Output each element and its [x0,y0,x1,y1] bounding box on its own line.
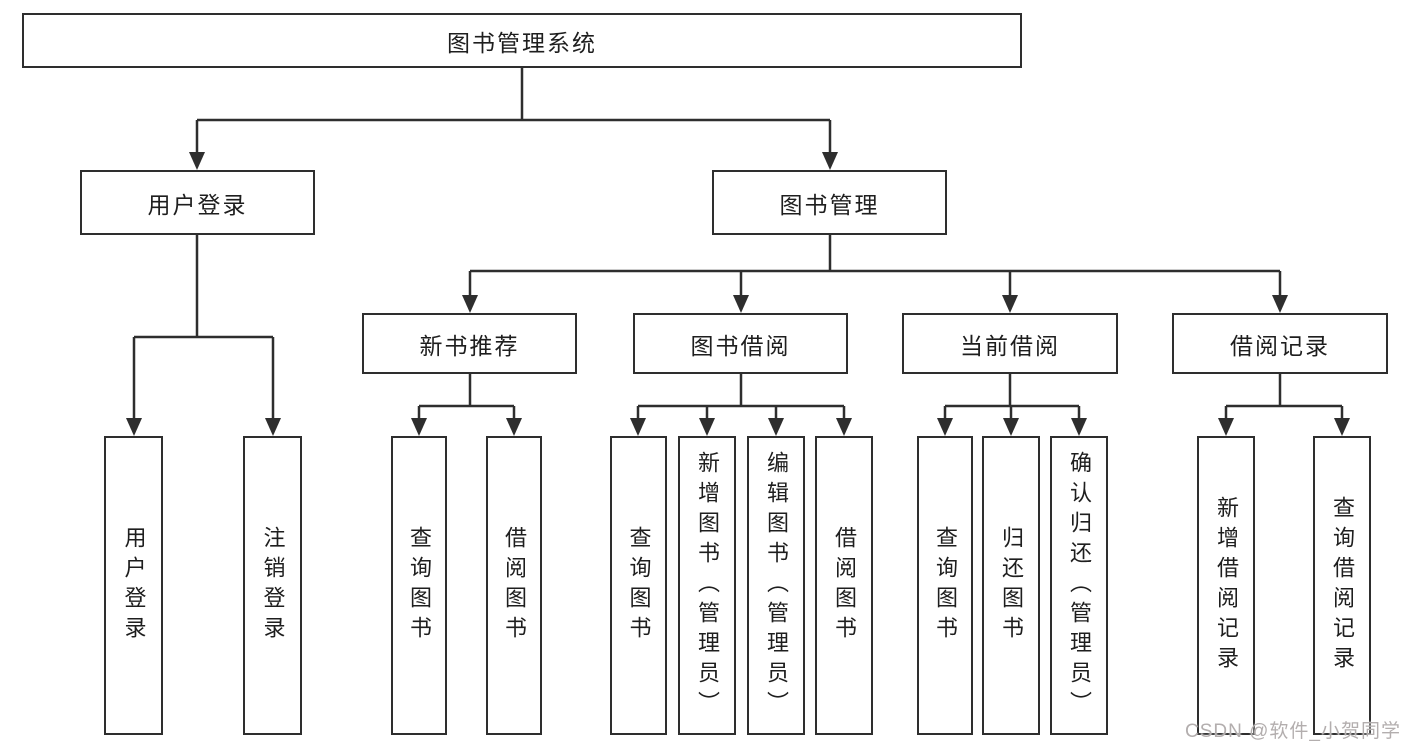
arrow-down-icon [822,152,838,170]
arrow-down-icon [630,418,646,436]
node-label: 查询借阅记录 [1330,495,1355,676]
leaf-logout: 注销登录 [243,436,302,735]
node-label: 借阅记录 [1230,332,1330,359]
node-root: 图书管理系统 [22,13,1022,68]
node-label: 新书推荐 [419,332,520,359]
arrow-down-icon [1218,418,1234,436]
leaf-borrow-books-2: 借阅图书 [815,436,873,735]
arrow-down-icon [768,418,784,436]
node-new-book-recommend: 新书推荐 [362,313,577,374]
node-book-management: 图书管理 [712,170,947,235]
leaf-query-books-1: 查询图书 [391,436,447,735]
leaf-confirm-return-admin: 确认归还（管理员） [1050,436,1108,735]
arrow-down-icon [1071,418,1087,436]
node-current-borrow: 当前借阅 [902,313,1118,374]
watermark: CSDN @软件_小贺同学 [1185,721,1401,742]
node-label: 用户登录 [121,525,147,646]
node-label: 用户登录 [147,191,248,218]
arrow-down-icon [1003,418,1019,436]
arrow-down-icon [126,418,142,436]
node-label: 新增借阅记录 [1214,495,1239,676]
node-label: 归还图书 [999,525,1024,646]
connector-lines [132,68,1344,419]
arrow-down-icon [462,295,478,313]
leaf-query-borrow-record: 查询借阅记录 [1313,436,1371,735]
arrow-down-icon [189,152,205,170]
leaf-borrow-books-1: 借阅图书 [486,436,542,735]
node-label: 借阅图书 [832,525,857,646]
arrowhead-icons [126,152,1350,436]
node-label: 查询图书 [407,525,432,646]
arrow-down-icon [1334,418,1350,436]
node-label: 图书借阅 [690,332,791,359]
arrow-down-icon [733,295,749,313]
node-label: 确认归还（管理员） [1067,450,1092,721]
node-label: 编辑图书（管理员） [764,450,789,721]
node-label: 新增图书（管理员） [695,450,720,721]
arrow-down-icon [937,418,953,436]
node-book-borrow: 图书借阅 [633,313,848,374]
arrow-down-icon [506,418,522,436]
leaf-user-login: 用户登录 [104,436,163,735]
leaf-query-books-2: 查询图书 [610,436,667,735]
leaf-return-books: 归还图书 [982,436,1040,735]
node-label: 当前借阅 [960,332,1060,359]
arrow-down-icon [699,418,715,436]
node-label: 注销登录 [260,525,286,646]
leaf-add-borrow-record: 新增借阅记录 [1197,436,1255,735]
node-label: 查询图书 [626,525,652,646]
node-label: 图书管理系统 [447,29,597,56]
arrow-down-icon [1002,295,1018,313]
node-label: 图书管理 [779,191,880,218]
arrow-down-icon [265,418,281,436]
arrow-down-icon [836,418,852,436]
node-borrow-records: 借阅记录 [1172,313,1388,374]
node-user-login: 用户登录 [80,170,315,235]
arrow-down-icon [1272,295,1288,313]
leaf-add-books-admin: 新增图书（管理员） [678,436,736,735]
node-label: 借阅图书 [502,525,527,646]
node-label: 查询图书 [933,525,958,646]
leaf-edit-books-admin: 编辑图书（管理员） [747,436,805,735]
leaf-query-books-3: 查询图书 [917,436,973,735]
arrow-down-icon [411,418,427,436]
